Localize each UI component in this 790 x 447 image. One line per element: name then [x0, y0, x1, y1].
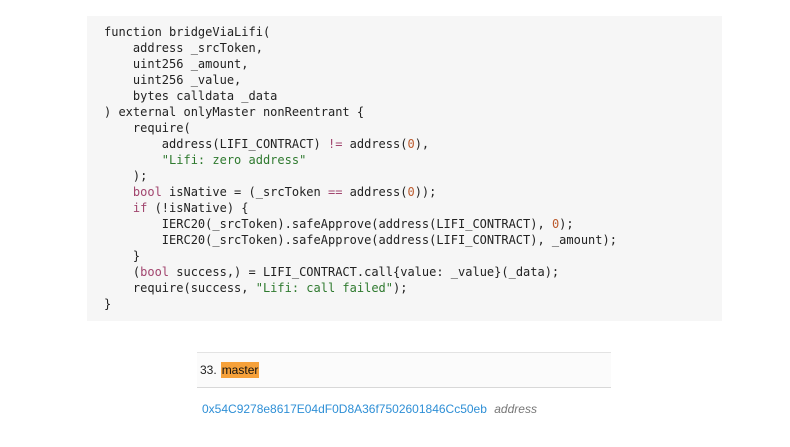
code-line: bytes calldata _data — [104, 88, 722, 104]
code-token: if — [132, 201, 148, 215]
code-token: require(success, — [104, 281, 256, 295]
code-token: "Lifi: call failed" — [255, 281, 393, 295]
code-token: IERC20(_srcToken).safeApprove(address(LI… — [104, 217, 552, 231]
code-token: IERC20(_srcToken).safeApprove(address(LI… — [104, 233, 617, 247]
code-line: if (!isNative) { — [104, 200, 722, 216]
code-line: uint256 _amount, — [104, 56, 722, 72]
code-token: bytes calldata _data — [104, 89, 278, 103]
code-token: function bridgeViaLifi( — [104, 25, 271, 39]
code-token: isNative = (_srcToken — [161, 185, 328, 199]
variable-value-row: 0x54C9278e8617E04dF0D8A36f7502601846Cc50… — [197, 402, 611, 416]
variable-name[interactable]: master — [220, 362, 260, 378]
code-token: "Lifi: zero address" — [161, 153, 307, 167]
code-token: ) external onlyMaster nonReentrant { — [104, 105, 365, 119]
code-line: uint256 _value, — [104, 72, 722, 88]
code-token: address( — [342, 185, 408, 199]
code-line: } — [104, 248, 722, 264]
code-token: == — [327, 185, 343, 199]
code-block: function bridgeViaLifi( address _srcToke… — [87, 16, 722, 321]
code-token — [104, 153, 162, 167]
code-token: success,) = LIFI_CONTRACT.call{value: _v… — [169, 265, 560, 279]
variable-header: 33. master — [197, 352, 611, 388]
code-line: ); — [104, 168, 722, 184]
code-token: ); — [393, 281, 408, 295]
code-token — [104, 201, 133, 215]
code-token: } — [104, 297, 112, 311]
variable-index: 33. — [200, 363, 217, 377]
code-line: (bool success,) = LIFI_CONTRACT.call{val… — [104, 264, 722, 280]
code-token: ), — [414, 137, 430, 151]
code-line: require( — [104, 120, 722, 136]
code-token: address( — [342, 137, 408, 151]
code-token: ); — [559, 217, 574, 231]
code-token — [104, 185, 133, 199]
code-line: ) external onlyMaster nonReentrant { — [104, 104, 722, 120]
code-line: IERC20(_srcToken).safeApprove(address(LI… — [104, 216, 722, 232]
code-line: } — [104, 296, 722, 312]
code-line: function bridgeViaLifi( — [104, 24, 722, 40]
code-line: require(success, "Lifi: call failed"); — [104, 280, 722, 296]
code-line: address(LIFI_CONTRACT) != address(0), — [104, 136, 722, 152]
code-token: 0 — [407, 137, 415, 151]
code-token: uint256 _value, — [104, 73, 242, 87]
code-token: bool — [140, 265, 170, 279]
code-token: != — [327, 137, 343, 151]
code-line: "Lifi: zero address" — [104, 152, 722, 168]
code-token: } — [104, 249, 141, 263]
code-token: ); — [104, 169, 148, 183]
code-token: bool — [132, 185, 162, 199]
code-token: 0 — [407, 185, 415, 199]
address-link[interactable]: 0x54C9278e8617E04dF0D8A36f7502601846Cc50… — [202, 402, 487, 416]
code-token: (!isNative) { — [147, 201, 249, 215]
code-token: address _srcToken, — [104, 41, 263, 55]
code-token: )); — [414, 185, 437, 199]
code-token: address(LIFI_CONTRACT) — [104, 137, 328, 151]
variable-type: address — [494, 402, 537, 416]
variable-section: 33. master 0x54C9278e8617E04dF0D8A36f750… — [197, 352, 611, 416]
code-line: address _srcToken, — [104, 40, 722, 56]
code-token: require( — [104, 121, 191, 135]
code-token: ( — [104, 265, 141, 279]
code-token: uint256 _amount, — [104, 57, 249, 71]
code-line: IERC20(_srcToken).safeApprove(address(LI… — [104, 232, 722, 248]
code-token: 0 — [551, 217, 560, 231]
code-line: bool isNative = (_srcToken == address(0)… — [104, 184, 722, 200]
